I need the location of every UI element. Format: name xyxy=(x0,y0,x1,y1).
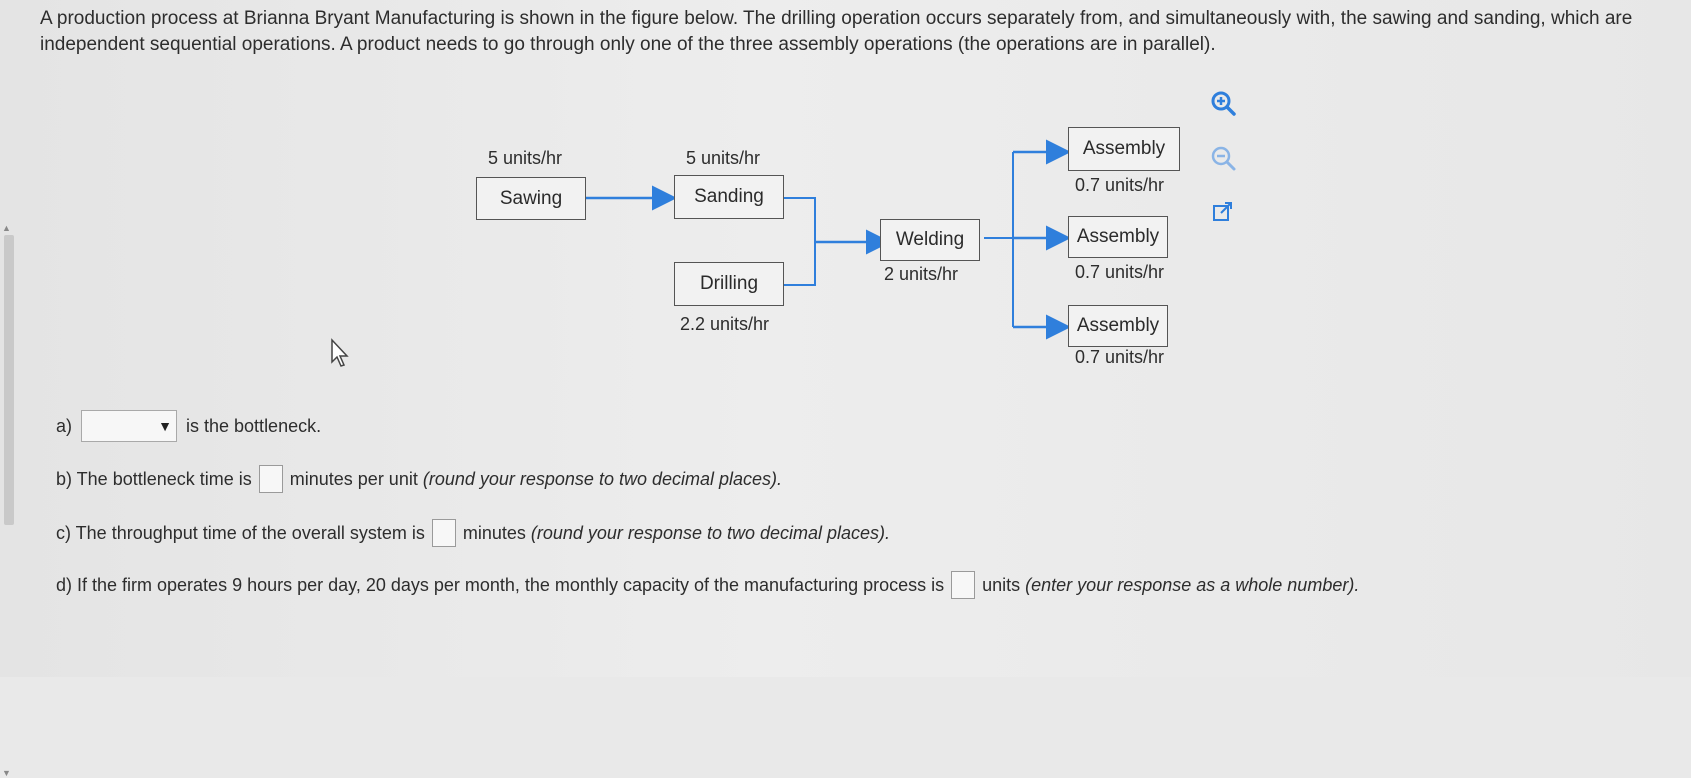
bottleneck-time-input[interactable] xyxy=(258,465,283,493)
throughput-time-input[interactable] xyxy=(431,519,456,547)
assembly-3-box: Assembly xyxy=(1068,305,1168,347)
question-d: d) If the firm operates 9 hours per day,… xyxy=(56,571,1359,599)
line-drilling-merge xyxy=(784,242,816,286)
question-c-after: minutes xyxy=(462,522,526,543)
question-a-prefix: a) xyxy=(56,415,73,436)
external-link-icon[interactable] xyxy=(1208,197,1238,227)
question-c-prefix: c) The throughput time of the overall sy… xyxy=(56,522,425,543)
sawing-box: Sawing xyxy=(476,177,586,220)
assembly-2-rate: 0.7 units/hr xyxy=(1075,262,1165,282)
mouse-cursor-icon xyxy=(331,338,349,367)
question-b-prefix: b) The bottleneck time is xyxy=(56,468,252,489)
assembly-3-rate: 0.7 units/hr xyxy=(1075,347,1165,367)
question-d-note: (enter your response as a whole number). xyxy=(1025,574,1360,595)
question-d-prefix: d) If the firm operates 9 hours per day,… xyxy=(56,574,945,595)
question-b: b) The bottleneck time is minutes per un… xyxy=(56,465,782,493)
zoom-out-icon[interactable] xyxy=(1208,143,1238,173)
scrollbar[interactable]: ▲ ▼ xyxy=(0,105,14,778)
question-c: c) The throughput time of the overall sy… xyxy=(56,519,890,547)
scroll-up-icon[interactable]: ▲ xyxy=(2,223,11,233)
dropdown-arrow-icon[interactable]: ▼ xyxy=(158,418,173,434)
scrollbar-thumb[interactable] xyxy=(4,235,14,525)
sanding-box: Sanding xyxy=(674,175,784,219)
assembly-1-box: Assembly xyxy=(1068,127,1180,171)
problem-intro: A production process at Brianna Bryant M… xyxy=(40,8,1633,55)
scroll-down-icon[interactable]: ▼ xyxy=(2,768,11,778)
bottleneck-dropdown[interactable]: ▼ xyxy=(81,410,178,442)
question-a-text: is the bottleneck. xyxy=(186,415,322,436)
drilling-rate: 2.2 units/hr xyxy=(680,314,770,334)
assembly-1-rate: 0.7 units/hr xyxy=(1075,175,1165,195)
welding-box: Welding xyxy=(880,219,980,261)
monthly-capacity-input[interactable] xyxy=(951,571,976,599)
line-sanding-merge xyxy=(784,197,816,242)
assembly-2-box: Assembly xyxy=(1068,216,1168,258)
zoom-in-icon[interactable] xyxy=(1208,88,1238,118)
drilling-box: Drilling xyxy=(674,262,784,306)
question-d-after: units xyxy=(982,574,1021,595)
question-b-after: minutes per unit xyxy=(289,468,418,489)
sanding-rate: 5 units/hr xyxy=(686,148,761,168)
question-b-note: (round your response to two decimal plac… xyxy=(422,468,783,489)
sawing-rate: 5 units/hr xyxy=(488,148,563,168)
welding-rate: 2 units/hr xyxy=(884,264,959,284)
question-c-note: (round your response to two decimal plac… xyxy=(530,522,891,543)
question-a: a) ▼ is the bottleneck. xyxy=(56,410,321,442)
